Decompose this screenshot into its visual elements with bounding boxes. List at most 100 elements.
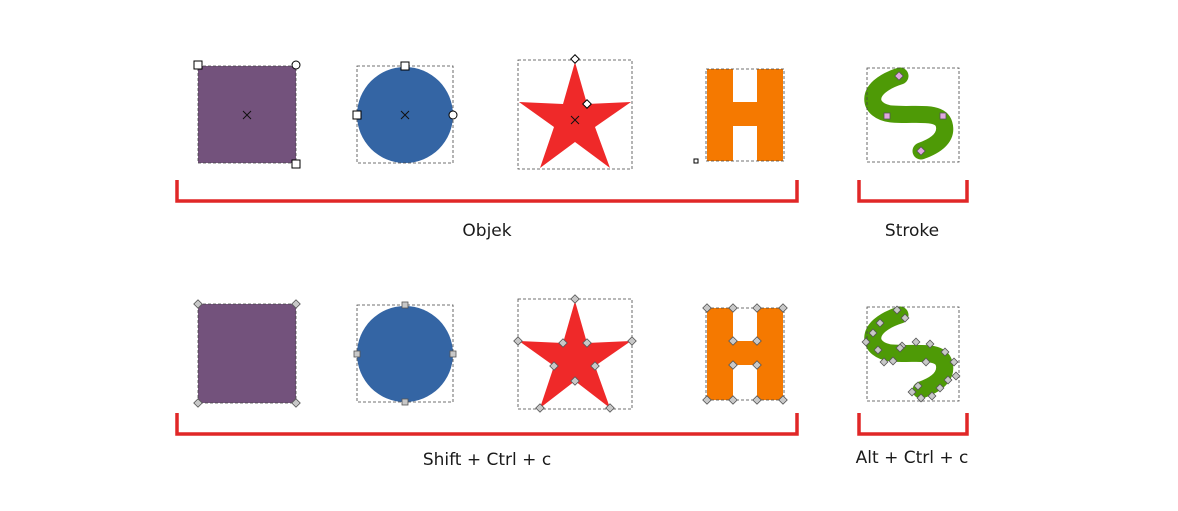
path-node[interactable] bbox=[728, 336, 738, 346]
center-cross-icon bbox=[242, 110, 252, 120]
path-node[interactable] bbox=[590, 361, 600, 371]
path-node[interactable] bbox=[873, 345, 883, 355]
center-cross-icon bbox=[400, 110, 410, 120]
path-node[interactable] bbox=[875, 318, 885, 328]
bottom-circle[interactable] bbox=[353, 301, 457, 406]
path-node[interactable] bbox=[291, 398, 301, 408]
top-letter-h[interactable] bbox=[693, 68, 785, 164]
radius-handle[interactable] bbox=[352, 110, 362, 120]
path-node[interactable] bbox=[894, 71, 904, 81]
path-node[interactable] bbox=[900, 313, 910, 323]
path-node[interactable] bbox=[907, 387, 917, 397]
radius-handle[interactable] bbox=[291, 60, 301, 70]
center-cross-icon bbox=[570, 115, 580, 125]
star-inner-handle[interactable] bbox=[582, 99, 592, 109]
radius-handle[interactable] bbox=[400, 61, 410, 71]
path-node[interactable] bbox=[535, 403, 545, 413]
letter-h-path[interactable] bbox=[707, 308, 783, 400]
bounding-box bbox=[866, 306, 960, 402]
path-node[interactable] bbox=[888, 356, 898, 366]
path-node[interactable] bbox=[861, 337, 871, 347]
path-node[interactable] bbox=[892, 305, 902, 315]
path-node[interactable] bbox=[570, 376, 580, 386]
path-node[interactable] bbox=[916, 146, 926, 156]
bottom-letter-h[interactable] bbox=[702, 303, 788, 405]
path-node[interactable] bbox=[895, 343, 905, 353]
circle-path[interactable] bbox=[357, 306, 453, 402]
path-node[interactable] bbox=[752, 395, 762, 405]
star-shape[interactable] bbox=[519, 62, 631, 168]
path-node[interactable] bbox=[728, 360, 738, 370]
path-node[interactable] bbox=[921, 357, 931, 367]
path-node[interactable] bbox=[778, 395, 788, 405]
bottom-star[interactable] bbox=[513, 294, 637, 413]
top-stroke-s[interactable] bbox=[864, 67, 960, 163]
path-node[interactable] bbox=[193, 299, 203, 309]
bottom-stroke-s[interactable] bbox=[861, 305, 961, 403]
path-node[interactable] bbox=[558, 338, 568, 348]
path-node[interactable] bbox=[943, 375, 953, 385]
letter-h-shape[interactable] bbox=[707, 69, 783, 161]
rectangle-path[interactable] bbox=[198, 304, 296, 403]
path-node[interactable] bbox=[728, 395, 738, 405]
stroke-label: Stroke bbox=[885, 221, 939, 241]
top-circle[interactable] bbox=[352, 61, 458, 164]
resize-handle[interactable] bbox=[291, 159, 301, 169]
bounding-box bbox=[197, 303, 297, 404]
path-node[interactable] bbox=[702, 303, 712, 313]
path-node[interactable] bbox=[913, 381, 923, 391]
h-node-group bbox=[702, 303, 788, 405]
path-node[interactable] bbox=[627, 336, 637, 346]
star-tip-handle[interactable] bbox=[570, 54, 580, 64]
path-node[interactable] bbox=[291, 299, 301, 309]
path-node[interactable] bbox=[927, 391, 937, 401]
path-node[interactable] bbox=[911, 337, 921, 347]
path-node[interactable] bbox=[582, 338, 592, 348]
path-node[interactable] bbox=[449, 350, 457, 358]
path-node[interactable] bbox=[353, 350, 361, 358]
path-node[interactable] bbox=[752, 336, 762, 346]
path-node[interactable] bbox=[752, 303, 762, 313]
path-node[interactable] bbox=[752, 360, 762, 370]
stroke-path[interactable] bbox=[864, 67, 954, 160]
outlined-stroke-path[interactable] bbox=[864, 306, 954, 399]
path-node[interactable] bbox=[728, 303, 738, 313]
path-node[interactable] bbox=[401, 301, 409, 309]
path-node[interactable] bbox=[401, 398, 409, 406]
shift-ctrl-c-label: Shift + Ctrl + c bbox=[423, 450, 551, 470]
path-node[interactable] bbox=[549, 361, 559, 371]
path-node[interactable] bbox=[605, 403, 615, 413]
path-node[interactable] bbox=[935, 383, 945, 393]
path-node[interactable] bbox=[883, 112, 891, 120]
star-node-group bbox=[513, 294, 637, 413]
path-node[interactable] bbox=[778, 303, 788, 313]
path-node[interactable] bbox=[513, 336, 523, 346]
bounding-box bbox=[866, 67, 960, 163]
bounding-box bbox=[197, 65, 297, 164]
bottom-rectangle[interactable] bbox=[193, 299, 301, 408]
path-node[interactable] bbox=[940, 347, 950, 357]
shift-bracket bbox=[175, 413, 799, 436]
path-node[interactable] bbox=[702, 395, 712, 405]
s-node-group bbox=[861, 305, 961, 403]
path-node[interactable] bbox=[925, 339, 935, 349]
path-node[interactable] bbox=[916, 393, 926, 403]
alt-ctrl-c-label: Alt + Ctrl + c bbox=[856, 448, 969, 468]
bottom-row: Shift + Ctrl + c Alt + Ctrl + c bbox=[175, 294, 969, 470]
resize-handle[interactable] bbox=[193, 60, 203, 70]
path-node[interactable] bbox=[879, 357, 889, 367]
objek-label: Objek bbox=[462, 221, 511, 241]
path-node[interactable] bbox=[570, 294, 580, 304]
path-node[interactable] bbox=[939, 112, 947, 120]
path-node[interactable] bbox=[868, 328, 878, 338]
text-baseline-handle[interactable] bbox=[693, 158, 699, 164]
path-node[interactable] bbox=[949, 357, 959, 367]
top-rectangle[interactable] bbox=[193, 60, 301, 169]
top-star[interactable] bbox=[517, 54, 633, 170]
path-node[interactable] bbox=[193, 398, 203, 408]
star-path[interactable] bbox=[519, 301, 631, 408]
objek-bracket bbox=[175, 180, 799, 203]
path-node[interactable] bbox=[951, 371, 961, 381]
arc-handle[interactable] bbox=[448, 110, 458, 120]
